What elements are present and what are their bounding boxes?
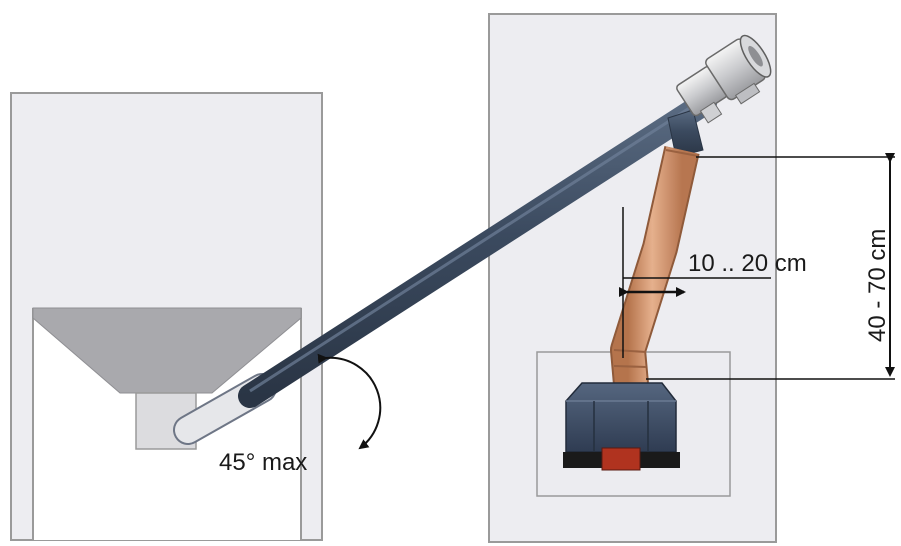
height-dimension: 40 - 70 cm	[646, 153, 895, 380]
auger-main-tube	[238, 91, 717, 408]
angle-label: 45° max	[219, 449, 307, 476]
height-label: 40 - 70 cm	[864, 229, 891, 342]
angle-dimension: 45° max	[219, 353, 382, 476]
pellet-burner	[563, 382, 680, 471]
auger-motor	[676, 34, 772, 124]
angle-arc	[317, 353, 382, 450]
copper-drop-tube	[610, 146, 700, 386]
auger-elbow	[667, 109, 704, 158]
auger-conveyor	[173, 91, 717, 445]
offset-dimension: 10 .. 20 cm	[619, 207, 807, 358]
silo-hopper-cone	[32, 307, 302, 394]
burner-body	[565, 382, 677, 453]
storage-silo	[10, 92, 323, 541]
offset-label: 10 .. 20 cm	[688, 250, 807, 277]
burner-flame-port	[601, 447, 641, 471]
